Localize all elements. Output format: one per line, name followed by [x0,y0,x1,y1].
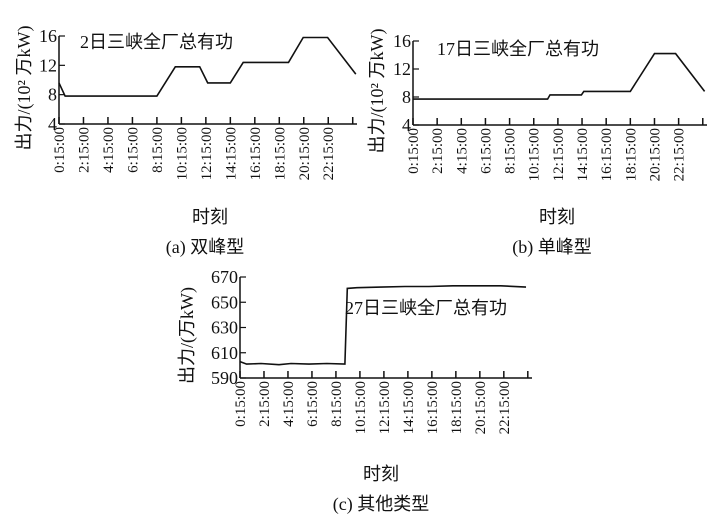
x-tick-label: 10:15:00 [353,381,369,434]
x-tick-label: 18:15:00 [449,381,465,434]
x-tick-label: 14:15:00 [575,128,591,181]
x-tick-label: 10:15:00 [174,127,190,180]
x-tick-label: 4:15:00 [454,128,470,174]
x-tick-label: 2:15:00 [257,381,273,427]
y-axis-label: 出力/(10² 万kW) [367,29,388,154]
x-tick-label: 4:15:00 [281,381,297,427]
x-tick-label: 22:15:00 [672,128,688,181]
x-tick-label: 8:15:00 [329,381,345,427]
chart-title: 2日三峡全厂总有功 [80,32,233,52]
x-tick-label: 12:15:00 [199,127,215,180]
chart-caption: (c) 其他类型 [333,494,429,515]
x-tick-label: 20:15:00 [473,381,489,434]
x-tick-label: 4:15:00 [101,127,117,173]
y-tick-label: 12 [393,59,411,79]
x-tick-label: 20:15:00 [297,127,313,180]
x-axis-label: 时刻 [539,207,575,227]
x-tick-label: 14:15:00 [401,381,417,434]
chart-caption: (a) 双峰型 [166,237,244,258]
y-tick-label: 670 [211,267,238,287]
x-tick-label: 0:15:00 [406,128,422,174]
x-tick-label: 0:15:00 [52,127,68,173]
y-tick-label: 4 [402,115,411,135]
y-tick-label: 8 [402,87,411,107]
y-tick-label: 630 [211,318,238,338]
x-tick-label: 0:15:00 [233,381,249,427]
series-line [413,52,706,100]
chart-caption: (b) 单峰型 [512,237,592,258]
x-tick-label: 2:15:00 [430,128,446,174]
x-tick-label: 16:15:00 [248,127,264,180]
y-tick-label: 8 [48,85,57,105]
x-tick-label: 2:15:00 [76,127,92,173]
chart-title: 27日三峡全厂总有功 [345,298,507,318]
x-tick-label: 22:15:00 [497,381,513,434]
x-axis-label: 时刻 [192,207,228,227]
chart-a: 4 8 12 16 0:15:00 2:15:00 4:15:00 6:15:00 8:15:0… [14,26,357,258]
x-tick-label: 16:15:00 [599,128,615,181]
x-tick-label: 6:15:00 [125,127,141,173]
y-axis-label: 出力/(万kW) [177,287,198,384]
x-tick-label: 22:15:00 [321,127,337,180]
y-tick-label: 16 [393,31,411,51]
y-tick-label: 650 [211,292,238,312]
y-tick-label: 4 [48,114,57,134]
x-tick-label: 18:15:00 [272,127,288,180]
x-tick-label: 6:15:00 [305,381,321,427]
x-tick-label: 6:15:00 [478,128,494,174]
y-tick-label: 610 [211,343,238,363]
x-tick-label: 10:15:00 [527,128,543,181]
x-axis-label: 时刻 [363,464,399,484]
x-tick-label: 8:15:00 [503,128,519,174]
x-tick-label: 14:15:00 [223,127,239,180]
x-tick-label: 18:15:00 [623,128,639,181]
x-tick-label: 16:15:00 [425,381,441,434]
x-tick-label: 8:15:00 [150,127,166,173]
chart-title: 17日三峡全厂总有功 [437,39,599,59]
y-axis-label: 出力/(10² 万kW) [14,26,35,151]
x-tick-label: 20:15:00 [647,128,663,181]
series-line [58,36,357,97]
chart-c: 590 610 630 650 670 0:15:00 2:15:00 4:15:00 6:15… [177,267,532,515]
y-tick-label: 590 [211,368,238,388]
y-tick-label: 12 [39,55,57,75]
y-tick-label: 16 [39,26,57,46]
x-tick-label: 12:15:00 [377,381,393,434]
chart-b: 4 8 12 16 0:15:00 2:15:00 4:15:00 6:15:00 8:15:0… [367,29,707,258]
x-tick-label: 12:15:00 [551,128,567,181]
